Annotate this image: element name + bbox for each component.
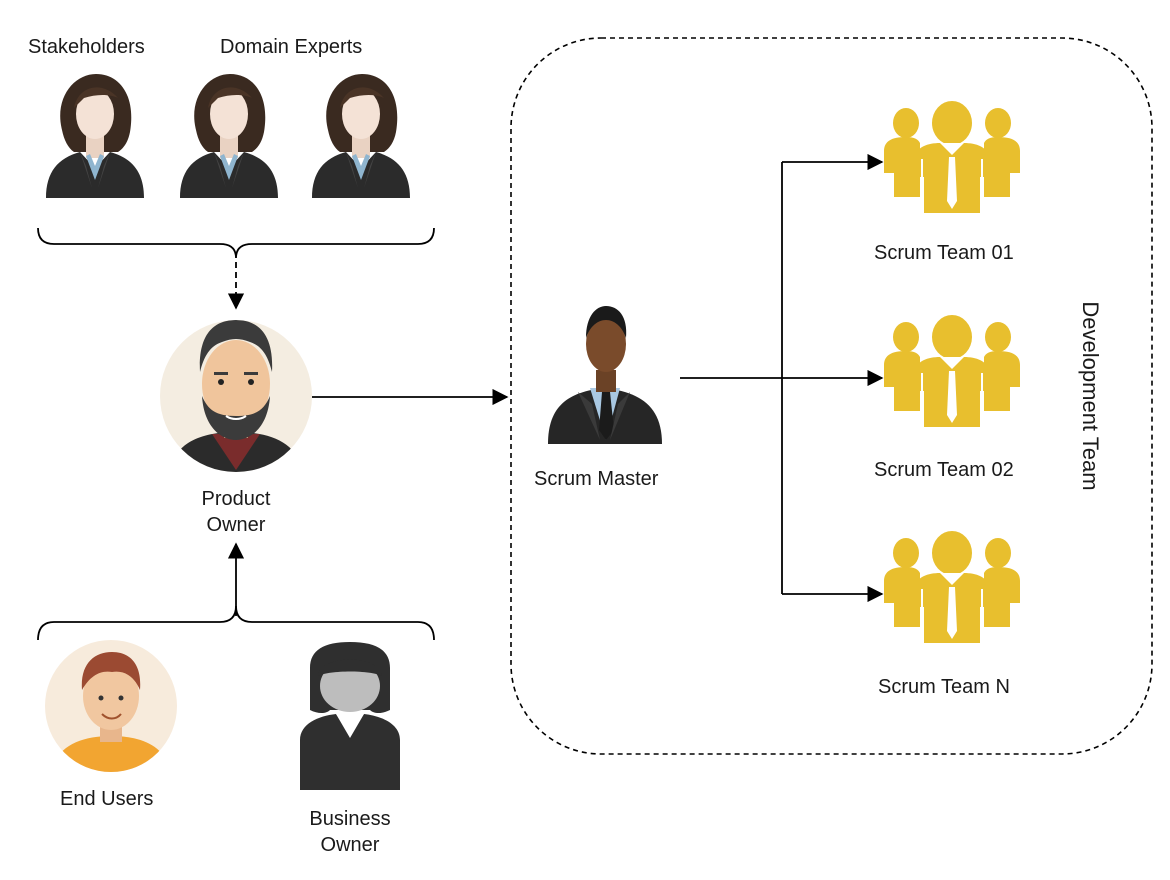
product-owner-label: Product Owner	[186, 486, 286, 538]
stakeholder-1-icon	[46, 74, 144, 198]
stakeholder-3-icon	[312, 74, 410, 198]
end-user-icon	[45, 640, 177, 772]
scrum-master-icon	[548, 306, 662, 444]
scrum-team-2-label: Scrum Team 02	[874, 459, 1014, 481]
stakeholder-2-icon	[180, 74, 278, 198]
top-brace	[37, 227, 435, 259]
bottom-brace	[37, 605, 435, 641]
scrum-master-label: Scrum Master	[534, 468, 659, 490]
scrum-team-n-label: Scrum Team N	[878, 676, 1010, 698]
scrum-team-2-icon	[882, 313, 1022, 429]
product-owner-icon	[160, 320, 312, 472]
scrum-team-1-label: Scrum Team 01	[874, 242, 1014, 264]
development-team-label: Development Team	[1078, 301, 1103, 491]
product-owner-label-line-1: Product	[201, 488, 271, 510]
business-owner-label: Business Owner	[300, 806, 400, 858]
end-users-label: End Users	[60, 788, 154, 810]
business-owner-label-line-2: Owner	[320, 834, 380, 856]
scrum-team-n-icon	[882, 529, 1022, 645]
business-owner-icon	[300, 642, 400, 790]
scrum-team-1-icon	[882, 99, 1022, 215]
domain-experts-label: Domain Experts	[220, 36, 363, 58]
business-owner-label-line-1: Business	[309, 808, 391, 830]
product-owner-label-line-2: Owner	[206, 514, 266, 536]
stakeholders-label: Stakeholders	[28, 36, 145, 58]
